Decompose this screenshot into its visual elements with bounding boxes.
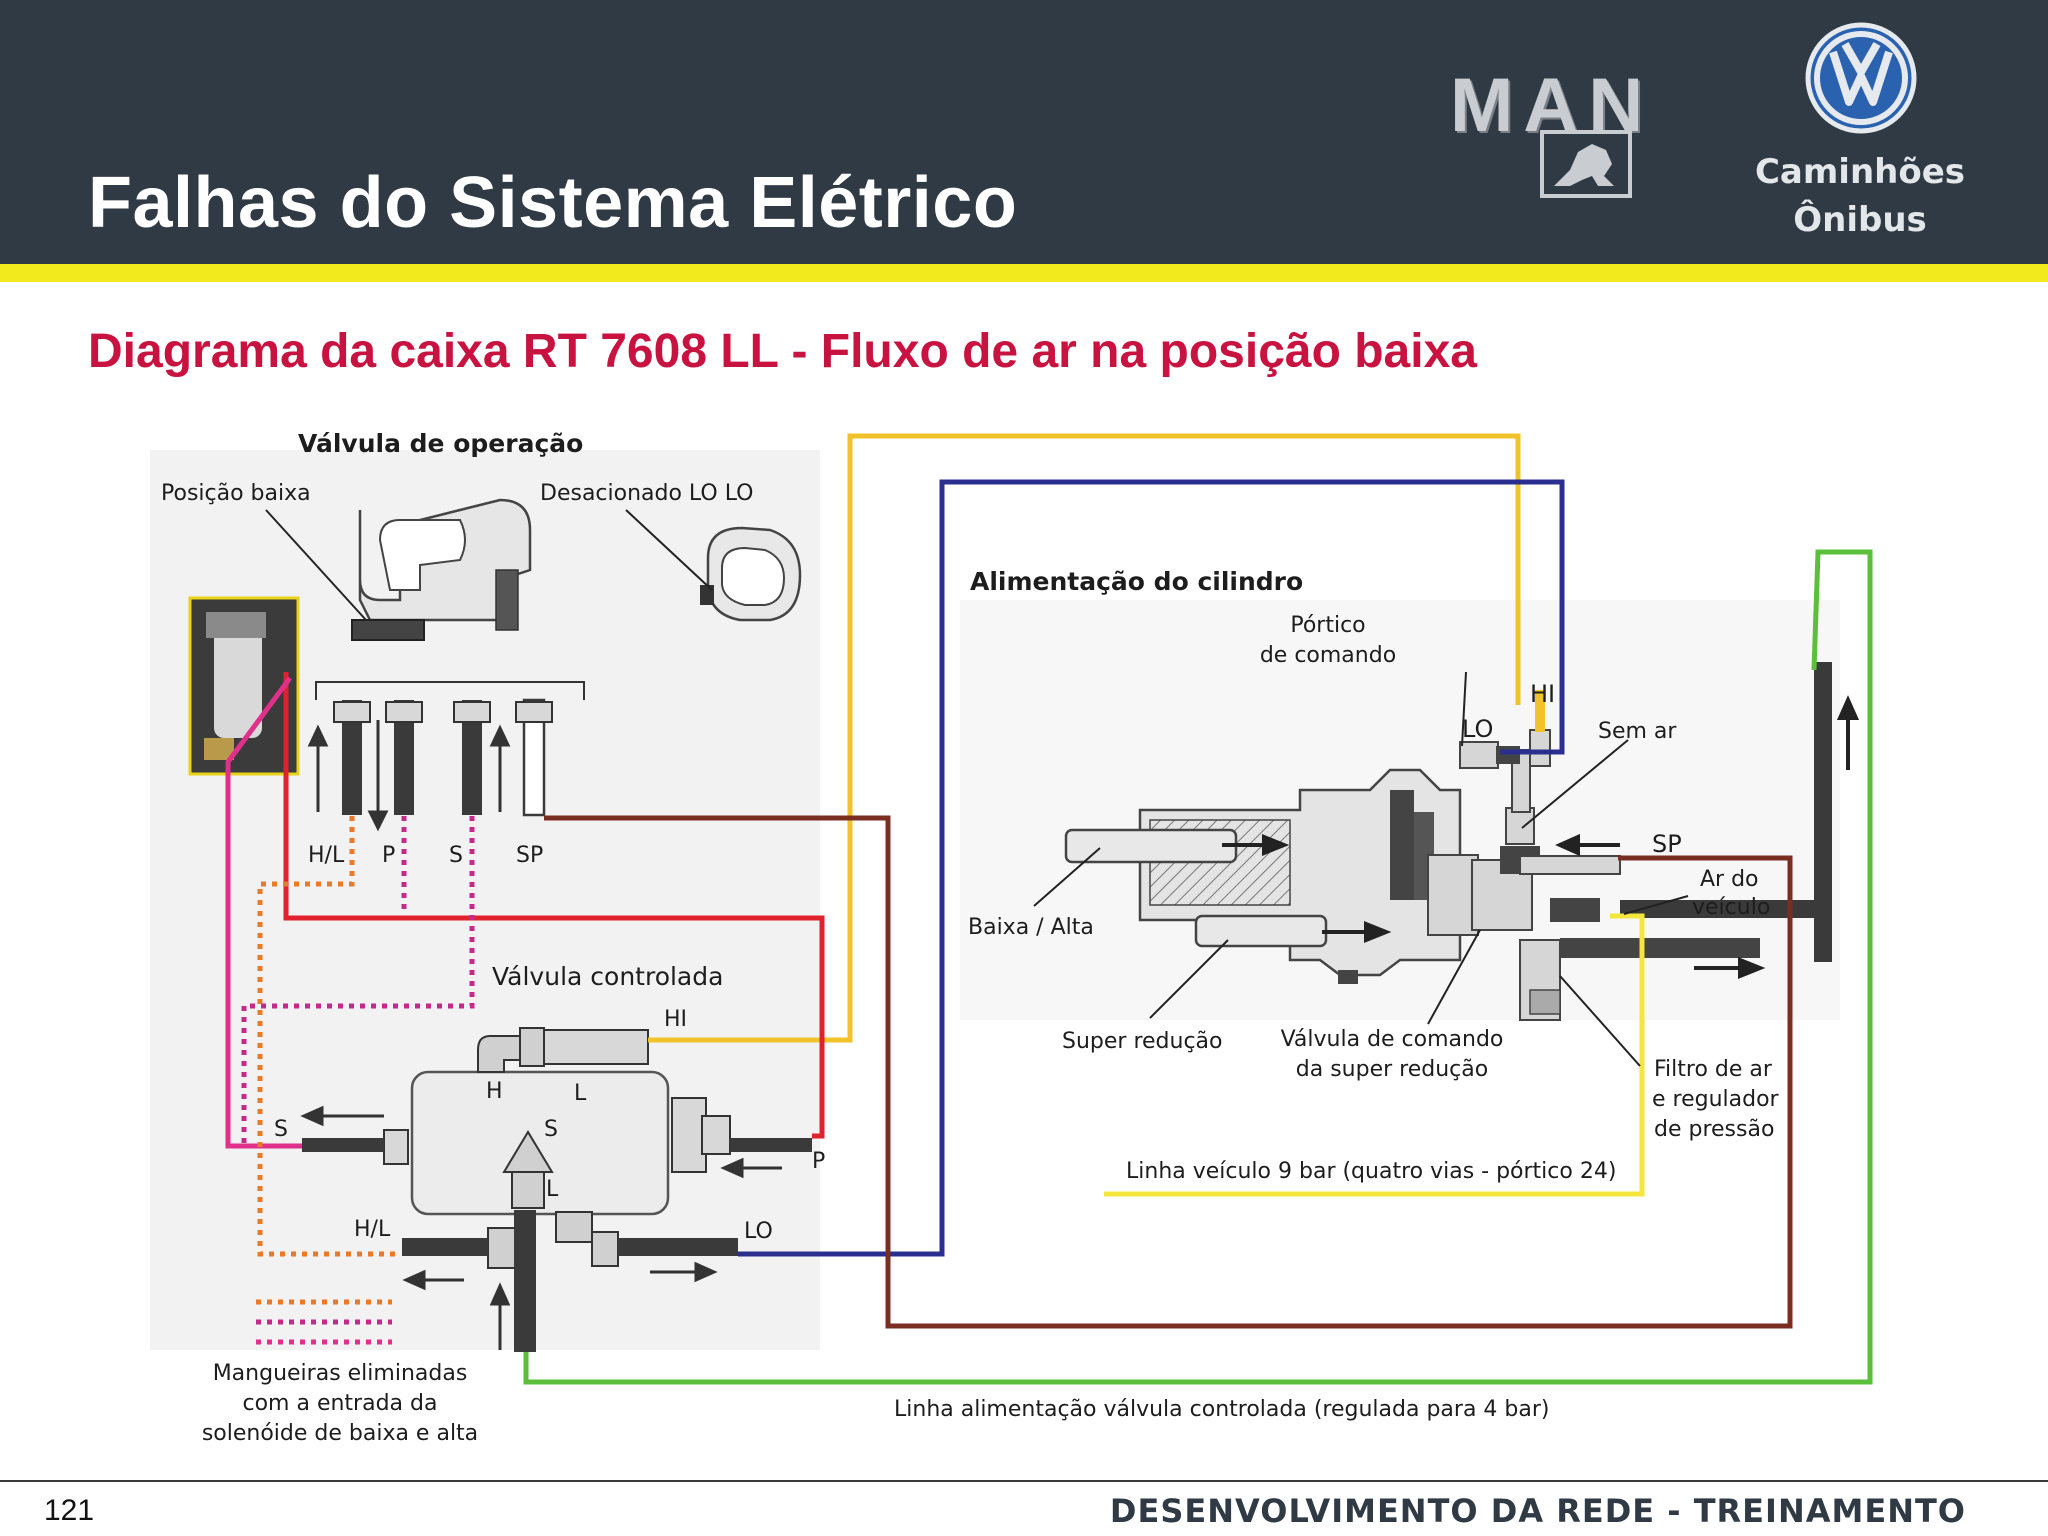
purple-dotted-s-line [241,816,475,1146]
leader-lines [265,509,1689,1067]
label-alimentacao-cilindro: Alimentação do cilindro [970,567,1303,596]
label-desacionado: Desacionado LO LO [540,481,754,506]
label-portico-1: Pórtico [1290,613,1365,638]
label-ar-veiculo-2: veículo [1692,895,1770,920]
operation-valve-drawing [351,498,802,641]
green-supply-line [523,549,1873,1385]
footer-divider [0,1480,2048,1482]
label-s-top: S [449,843,463,868]
label-hl-top: H/L [308,843,345,868]
vehicle-air-pipe [1814,662,1832,962]
blue-lo-line [738,479,1565,1257]
vw-logo-icon [1805,22,1917,134]
brand-text: Caminhões Ônibus [1740,148,1980,244]
air-flow-diagram: Válvula de operação Posição baixa Desaci… [150,429,1873,1446]
label-ar-veiculo-1: Ar do [1700,867,1759,892]
controlled-valve-drawing [302,1027,812,1352]
page-number: 121 [44,1494,95,1527]
label-filtro-3: de pressão [1654,1117,1774,1142]
yellow-hi-line [648,433,1521,1043]
label-s-ctrl-center: S [544,1117,558,1142]
red-p-line [283,672,825,1139]
low-position-button [351,619,425,641]
header-stripe [0,264,2048,282]
label-valvula-controlada: Válvula controlada [492,962,723,991]
eliminated-hoses [241,816,475,1345]
label-mangueiras-3: solenóide de baixa e alta [202,1421,478,1446]
brand-line-onibus: Ônibus [1793,200,1927,240]
label-hi-ctrl: HI [664,1007,687,1032]
cylinder-flow-arrows [1222,695,1860,979]
label-l-ctrl-lower: L [546,1177,559,1202]
label-filtro-2: e regulador [1652,1087,1780,1112]
label-portico-2: de comando [1260,643,1396,668]
label-mangueiras-2: com a entrada da [243,1391,438,1416]
label-l-ctrl: L [574,1081,587,1106]
man-lion-icon [1540,130,1632,198]
solenoid-photo [188,596,300,776]
brand-line-caminhoes: Caminhões [1754,152,1966,192]
operation-valve-ports [333,698,553,817]
label-s-ctrl-left: S [274,1117,288,1142]
air-lines [225,433,1873,1385]
label-valvula-comando-1: Válvula de comando [1281,1027,1504,1052]
label-p-top: P [382,843,395,868]
label-sp-cyl: SP [1652,830,1682,858]
label-valvula-operacao: Válvula de operação [298,429,583,458]
label-sem-ar: Sem ar [1598,719,1677,744]
label-posicao-baixa: Posição baixa [161,481,311,506]
diagram-subtitle: Diagrama da caixa RT 7608 LL - Fluxo de … [88,325,1477,378]
label-linha-alimentacao: Linha alimentação válvula controlada (re… [894,1397,1549,1422]
label-lo-ctrl: LO [744,1219,773,1244]
label-super-reducao: Super redução [1062,1029,1223,1054]
cylinder-drawing [1064,690,1760,1021]
label-filtro-1: Filtro de ar [1654,1057,1773,1082]
label-h-ctrl: H [486,1079,503,1104]
label-valvula-comando-2: da super redução [1296,1057,1488,1082]
footer-text: DESENVOLVIMENTO DA REDE - TREINAMENTO [1109,1492,1966,1530]
page-title: Falhas do Sistema Elétrico [88,163,1018,243]
veiculo-yellow-line [1104,913,1645,1197]
label-linha-veiculo: Linha veículo 9 bar (quatro vias - pórti… [1126,1159,1616,1184]
label-mangueiras-1: Mangueiras eliminadas [213,1361,468,1386]
label-p-ctrl: P [812,1149,825,1174]
brown-sp-line [544,815,1793,1329]
orange-dotted-line [257,816,396,1257]
header-bar [0,0,2048,264]
label-hl-ctrl: H/L [354,1217,391,1242]
label-sp-top: SP [516,843,543,868]
magenta-s-line [225,676,302,1149]
label-hi-cyl: HI [1530,680,1555,708]
label-baixa-alta: Baixa / Alta [968,915,1094,940]
port-flow-arrows [307,720,511,832]
label-lo-cyl: LO [1462,715,1493,743]
controlled-valve-arrows [300,1105,782,1350]
